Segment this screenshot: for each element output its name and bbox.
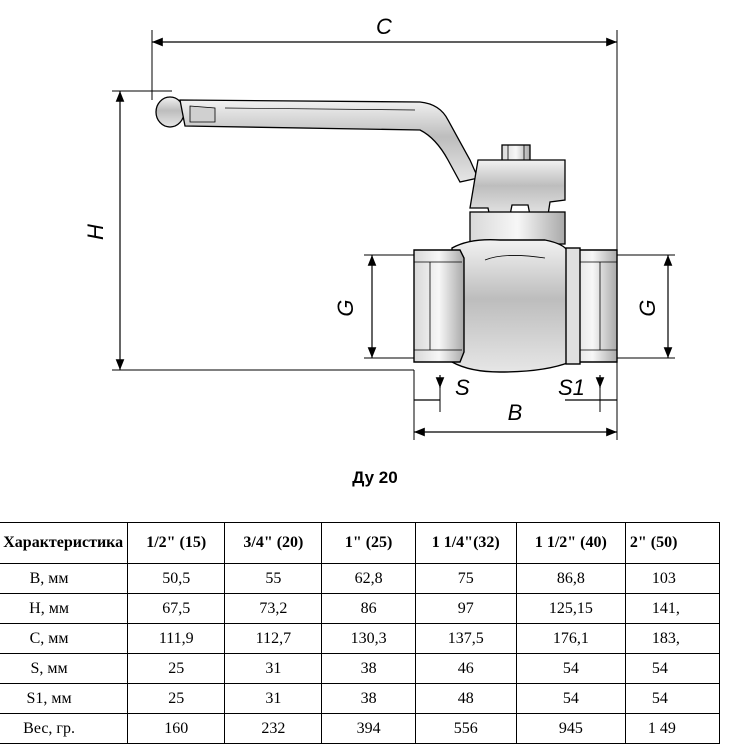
table-cell: 394 [321,713,416,744]
table-cell: 232 [224,713,323,744]
dim-label-g-left: G [333,299,358,316]
table-cell: 67,5 [127,593,226,624]
table-cell: 48 [414,683,517,714]
right-ring [565,247,581,365]
table-cell: 160 [127,713,226,744]
row-label-h: H, мм [0,593,129,624]
dim-label-c: C [376,14,392,39]
dim-label-b: B [508,400,523,425]
table-cell: 54 [515,653,626,684]
table-row: S, мм 25 31 38 46 54 54 [0,653,721,684]
drawing-caption: Ду 20 [352,468,398,487]
table-cell: 111,9 [127,623,226,654]
table-cell: 183, [624,623,721,654]
table-cell: 50,5 [127,563,226,594]
table-cell: 103 [624,563,721,594]
table-cell: 31 [224,653,323,684]
stem-body [469,159,566,218]
table-row: H, мм 67,5 73,2 86 97 125,15 141, [0,593,721,624]
table-cell: 86 [321,593,416,624]
table-cell: 73,2 [224,593,323,624]
table-row: C, мм 111,9 112,7 130,3 137,5 176,1 183, [0,623,721,654]
header-size-32: 1 1/4"(32) [414,522,517,564]
left-hex-end [413,249,465,363]
dim-label-g-right: G [635,299,660,316]
table-row: B, мм 50,5 55 62,8 75 86,8 103 [0,563,721,594]
valve-stem [469,144,566,245]
row-label-weight: Вес, гр. [0,713,129,744]
table-cell: 137,5 [414,623,517,654]
table-cell: 130,3 [321,623,416,654]
specification-table: Характеристика 1/2" (15) 3/4" (20) 1" (2… [0,522,721,744]
table-cell: 125,15 [515,593,626,624]
table-cell: 75 [414,563,517,594]
handle-lever [179,99,479,183]
table-cell: 31 [224,683,323,714]
row-label-b: B, мм [0,563,129,594]
table-cell: 25 [127,683,226,714]
table-row: S1, мм 25 31 38 48 54 54 [0,683,721,714]
table-cell: 97 [414,593,517,624]
header-size-25: 1" (25) [321,522,416,564]
table-cell: 55 [224,563,323,594]
table-cell: 945 [515,713,626,744]
header-characteristic: Характеристика [0,522,129,564]
valve-handle [155,96,479,183]
table-cell: 54 [624,653,721,684]
header-size-50: 2" (50) [624,522,721,564]
valve-body [413,238,618,373]
table-cell: 556 [414,713,517,744]
table-cell: 112,7 [224,623,323,654]
table-cell: 176,1 [515,623,626,654]
header-size-40: 1 1/2" (40) [515,522,626,564]
table-cell: 54 [515,683,626,714]
header-size-20: 3/4" (20) [224,522,323,564]
table-cell: 62,8 [321,563,416,594]
table-cell: 54 [624,683,721,714]
table-cell: 1 49 [624,713,721,744]
stem-nut [501,144,531,162]
table-cell: 38 [321,653,416,684]
dim-label-s1: S1 [558,375,585,400]
ball-valve-drawing: C H G G S S1 B [83,14,675,440]
table-row: Вес, гр. 160 232 394 556 945 1 49 [0,713,721,744]
table-header-row: Характеристика 1/2" (15) 3/4" (20) 1" (2… [0,522,721,564]
row-label-s: S, мм [0,653,129,684]
table-cell: 86,8 [515,563,626,594]
body-center [451,238,571,373]
dim-label-h: H [83,224,108,240]
dimension-lines [115,37,673,437]
table-cell: 25 [127,653,226,684]
dim-label-s: S [455,375,470,400]
extension-lines [112,30,675,440]
table-cell: 38 [321,683,416,714]
row-label-c: C, мм [0,623,129,654]
table-cell: 46 [414,653,517,684]
row-label-s1: S1, мм [0,683,129,714]
table-cell: 141, [624,593,721,624]
header-size-15: 1/2" (15) [127,522,226,564]
